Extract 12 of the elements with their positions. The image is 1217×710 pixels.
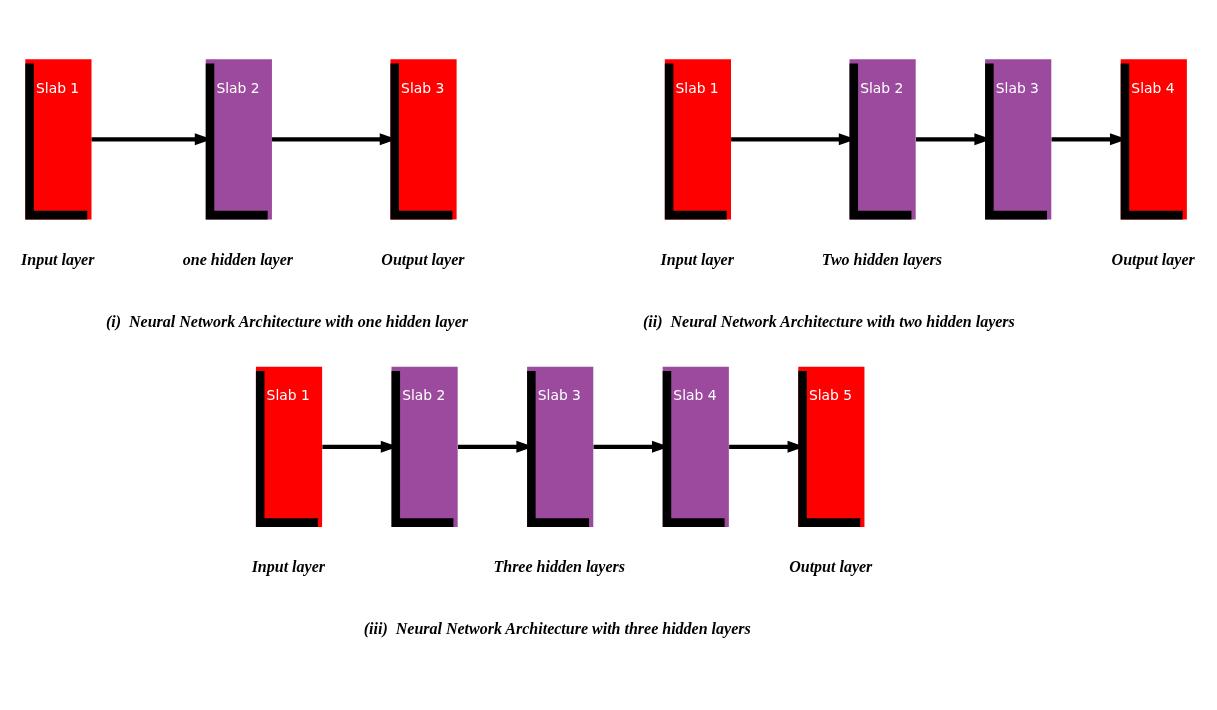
- node-label: Input layer: [251, 558, 325, 576]
- label: (ii) Neural Network Architecture with two hidden layers: [642, 312, 1015, 330]
- node-label: Input layer: [660, 250, 734, 268]
- node-label: Output layer: [1111, 250, 1195, 268]
- node-label: one hidden layer: [182, 250, 294, 268]
- node-label: Input layer: [21, 250, 95, 268]
- node-label: Output layer: [789, 558, 873, 576]
- node-label: Output layer: [381, 250, 465, 268]
- label: (i) Neural Network Architecture with one hidden layer: [105, 312, 468, 330]
- label: (iii) Neural Network Architecture with three hidden layers: [363, 620, 751, 638]
- node-label: Three hidden layers: [493, 558, 626, 576]
- node-label: Two hidden layers: [821, 250, 943, 268]
